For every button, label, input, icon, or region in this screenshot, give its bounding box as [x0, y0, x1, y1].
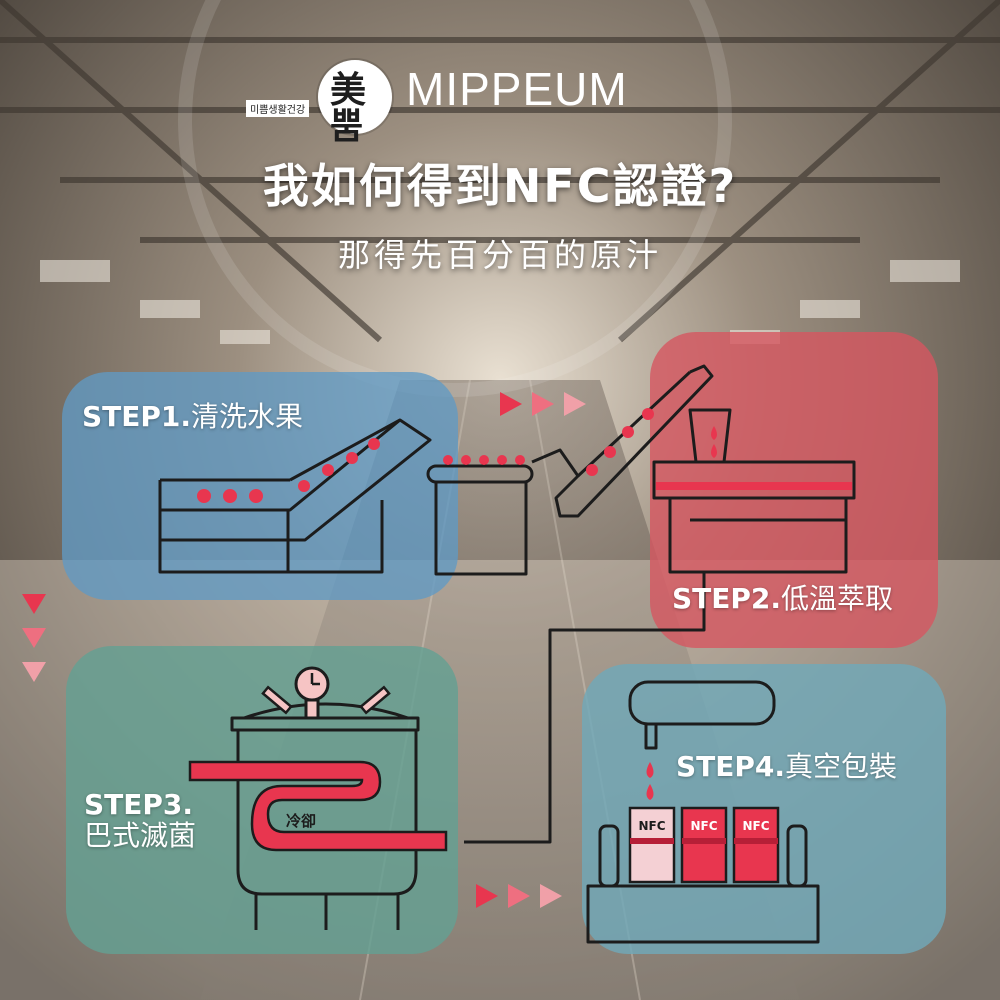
transfer-bowl [426, 464, 534, 576]
coil-label: 冷卻 [286, 812, 316, 830]
cooling-coil [188, 760, 448, 852]
step-4-number: STEP4. [676, 750, 786, 783]
step-1-label: STEP1.清洗水果 [82, 400, 304, 433]
juice-drops [646, 426, 717, 800]
incline-conveyor [531, 364, 714, 518]
tank-valves [261, 685, 391, 715]
nfc-package: NFC [680, 806, 728, 884]
nfc-package-label: NFC [638, 819, 665, 833]
triangle-arrow-icon [500, 392, 586, 416]
step-1-panel [62, 372, 458, 600]
packing-base [586, 824, 820, 944]
step-4-text: 真空包裝 [785, 750, 898, 783]
triangle-arrow-icon [22, 594, 46, 682]
fruit-dots [197, 408, 654, 503]
brand-name: MIPPEUM [406, 63, 628, 115]
step-1-number: STEP1. [82, 400, 192, 433]
brand-tagline: 미쁨생활건강 [246, 100, 310, 117]
nfc-packages: NFC NFC NFC [628, 806, 780, 884]
pressure-gauge-icon [294, 666, 330, 720]
step-3-number: STEP3. [84, 788, 194, 821]
filling-nozzle [628, 680, 776, 750]
page-title: 我如何得到NFC認證? [262, 159, 738, 213]
nfc-package-label: NFC [690, 819, 717, 833]
step-2-number: STEP2. [672, 582, 782, 615]
extractor-machine [652, 408, 856, 574]
nfc-package: NFC [628, 806, 676, 884]
logo-glyph: 美뿜 [330, 69, 367, 147]
brand-logo: 美뿜 MIPPEUM [318, 60, 658, 144]
page-subtitle: 那得先百分百的原汁 [337, 236, 662, 274]
nfc-package-label: NFC [742, 819, 769, 833]
nfc-package: NFC [732, 806, 780, 884]
step-2-label: STEP2.低溫萃取 [672, 582, 894, 615]
step-1-text: 清洗水果 [191, 400, 304, 433]
extraction-tray [656, 482, 852, 490]
step-2-text: 低溫萃取 [781, 582, 894, 615]
step-3-label: STEP3.巴式滅菌 [84, 788, 197, 852]
triangle-arrow-icon [476, 884, 562, 908]
step-3-text: 巴式滅菌 [84, 818, 197, 852]
step-4-label: STEP4.真空包裝 [676, 750, 898, 783]
mippeum-logo: 美뿜 [318, 60, 392, 144]
pasteurization-tank [230, 702, 420, 930]
washing-conveyor [158, 418, 432, 574]
